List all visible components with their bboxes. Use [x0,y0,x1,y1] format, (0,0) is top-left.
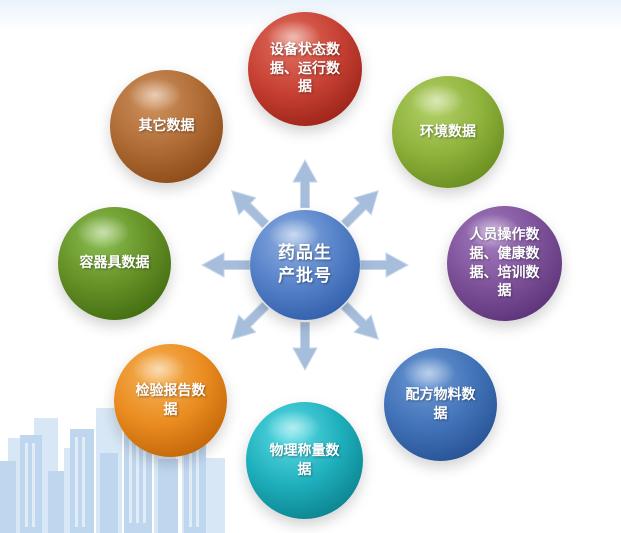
arrow-down-icon [291,322,319,372]
center-label: 药品生产批号 [278,243,332,286]
arrow-right-icon [360,251,410,279]
node-personnel-data: 人员操作数据、健康数据、培训数据 [447,206,562,321]
arrow-left-icon [200,251,250,279]
node-label: 物理称量数据 [269,442,340,478]
arrow-up-icon [291,158,319,208]
node-environment-data: 环境数据 [392,76,504,188]
node-other-data: 其它数据 [110,70,223,183]
node-label: 容器具数据 [79,255,150,272]
node-label: 配方物料数据 [405,386,476,422]
node-center-drug-batch: 药品生产批号 [250,210,360,320]
node-label: 设备状态数据、运行数据 [269,41,340,96]
node-physical-weighing-data: 物理称量数据 [246,402,363,519]
node-label: 环境数据 [420,123,476,140]
node-label: 人员操作数据、健康数据、培训数据 [469,226,540,300]
node-formula-material-data: 配方物料数据 [384,348,497,461]
node-container-data: 容器具数据 [58,207,171,320]
node-inspection-report-data: 检验报告数据 [114,344,227,457]
node-label: 检验报告数据 [135,382,206,418]
node-equipment-status-data: 设备状态数据、运行数据 [248,12,362,126]
node-label: 其它数据 [138,118,195,135]
